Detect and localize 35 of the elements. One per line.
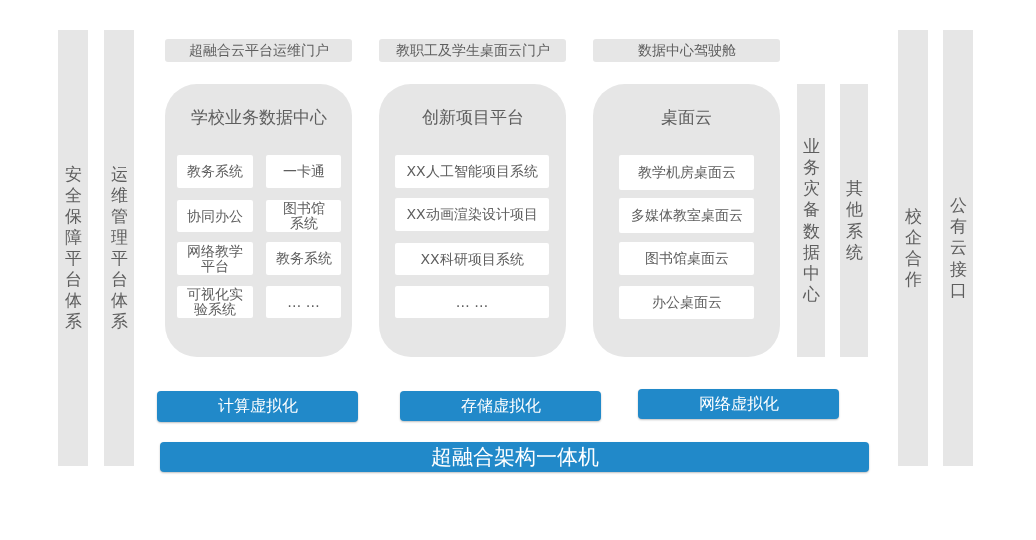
system-tile: 教学机房桌面云 [619,155,754,190]
system-tile: 办公桌面云 [619,286,754,319]
panel-title: 学校业务数据中心 [190,107,327,128]
platform-panel [379,84,566,357]
base-layer-bar: 超融合架构一体机 [160,442,869,472]
vertical-band: 运维管理平台体系 [104,30,134,466]
portal-bar: 超融合云平台运维门户 [165,39,352,62]
system-tile: 网络教学平台 [177,242,253,275]
vertical-band: 业务灾备数据中心 [797,84,825,357]
vertical-band: 其他系统 [840,84,868,357]
system-tile: 可视化实验系统 [177,286,253,318]
system-tile: XX动画渲染设计项目 [395,198,549,231]
platform-panel [593,84,780,357]
system-tile: 一卡通 [266,155,341,188]
platform-panel [165,84,352,357]
vertical-band: 安全保障平台体系 [58,30,88,466]
system-tile: 图书馆系统 [266,200,341,232]
vertical-band: 校企合作 [898,30,928,466]
system-tile: … … [395,286,549,318]
system-tile: 协同办公 [177,200,253,232]
system-tile: XX科研项目系统 [395,243,549,275]
vertical-band: 公有云接口 [943,30,973,466]
layer-bar: 计算虚拟化 [157,391,358,422]
panel-title: 桌面云 [661,107,712,128]
system-tile: 多媒体教室桌面云 [619,198,754,233]
system-tile: 教务系统 [266,242,341,275]
layer-bar: 网络虚拟化 [638,389,839,419]
system-tile: 教务系统 [177,155,253,188]
system-tile: 图书馆桌面云 [619,242,754,275]
portal-bar: 教职工及学生桌面云门户 [379,39,566,62]
portal-bar: 数据中心驾驶舱 [593,39,780,62]
system-tile: XX人工智能项目系统 [395,155,549,188]
layer-bar: 存储虚拟化 [400,391,601,421]
panel-title: 创新项目平台 [421,107,524,128]
system-tile: … … [266,286,341,318]
